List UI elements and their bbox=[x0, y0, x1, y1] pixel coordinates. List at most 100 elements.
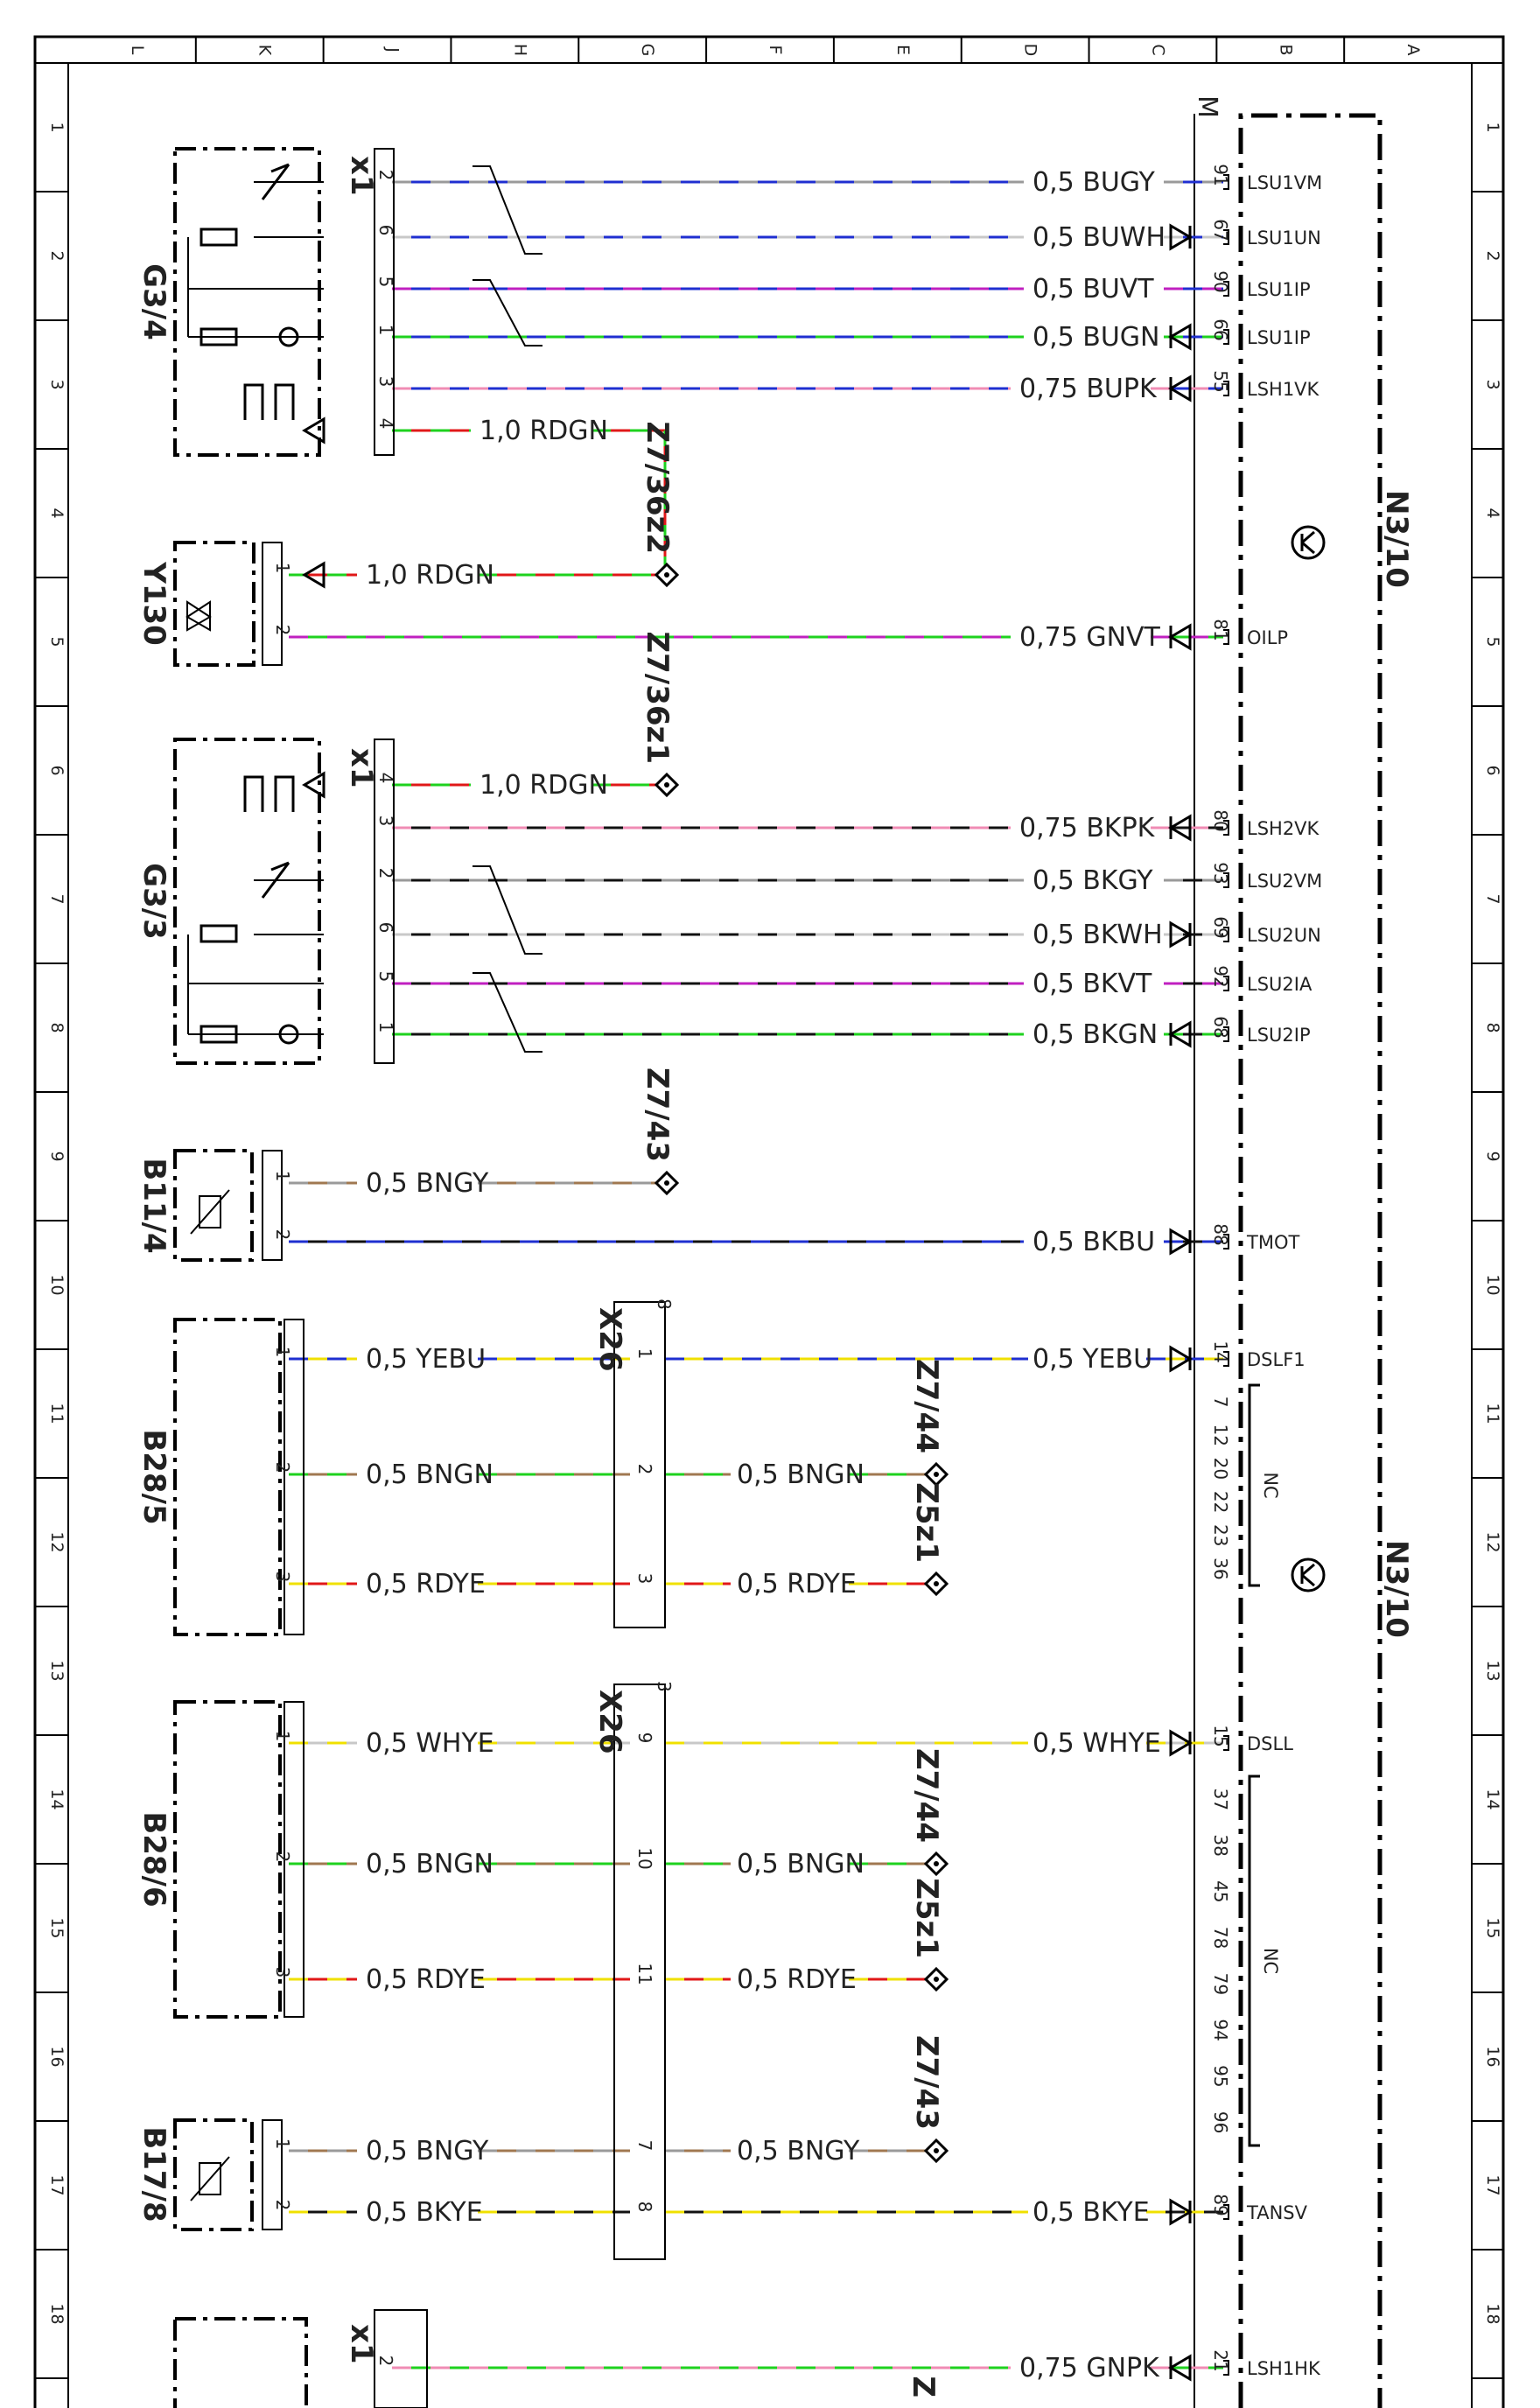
component-pin-11: 6 bbox=[375, 922, 396, 934]
connector-block bbox=[284, 1319, 304, 1635]
component-symbols bbox=[173, 147, 949, 2408]
nc-pin-1-7: 96 bbox=[1210, 2111, 1231, 2133]
connector-block-g18 bbox=[374, 2309, 428, 2408]
module-pin-13: 68 bbox=[1210, 1016, 1231, 1038]
row-label-right: 9 bbox=[1483, 1151, 1502, 1161]
row-label-left: 18 bbox=[47, 2303, 66, 2324]
x26-pin-16: 1 bbox=[634, 1348, 655, 1360]
module-terminal bbox=[1223, 1026, 1229, 1042]
arrow-out bbox=[1168, 2354, 1192, 2382]
component-pin-9: 3 bbox=[375, 816, 396, 827]
component-pin-17: 2 bbox=[272, 1462, 293, 1474]
x26-num-0: 8 bbox=[654, 1298, 675, 1310]
nc-pin-0-0: 7 bbox=[1210, 1396, 1231, 1408]
arrow-out bbox=[1168, 814, 1192, 842]
module-signal-3: LSU1IP bbox=[1247, 327, 1311, 348]
module-signal-10: LSU2VM bbox=[1247, 871, 1322, 892]
module-terminal bbox=[1223, 927, 1229, 942]
x26-pin-22: 7 bbox=[634, 2140, 655, 2152]
module-terminal bbox=[1223, 820, 1229, 836]
col-label: B bbox=[1276, 44, 1295, 55]
wire-label-right-19: 0,5 WHYE bbox=[1032, 1728, 1161, 1759]
resistor bbox=[200, 228, 238, 247]
module-pin-23: 89 bbox=[1210, 2194, 1231, 2216]
connector-block bbox=[262, 2119, 283, 2230]
row-label-left: 5 bbox=[47, 636, 66, 647]
wire-label-right-18: 0,5 RDYE bbox=[737, 1569, 857, 1600]
component-label-0: G3/4 bbox=[136, 263, 172, 340]
connector-block bbox=[374, 738, 395, 1064]
component-pin-2: 5 bbox=[375, 276, 396, 288]
connector-arrow bbox=[302, 771, 326, 799]
g3-4-box bbox=[173, 147, 321, 457]
row-label-left: 1 bbox=[47, 122, 66, 132]
component-pin-7: 2 bbox=[272, 625, 293, 636]
component-label-4: B28/5 bbox=[136, 1429, 172, 1524]
wire-label-13: 0,5 BKGN bbox=[1032, 1019, 1158, 1050]
wire-label-15: 0,5 BKBU bbox=[1032, 1227, 1155, 1257]
wire-label-right-20: 0,5 BNGN bbox=[737, 1849, 864, 1880]
wire-label-23: 0,5 BKYE bbox=[366, 2197, 483, 2228]
row-label-right: 8 bbox=[1483, 1022, 1502, 1032]
module-terminal bbox=[1223, 2204, 1229, 2220]
x26-num-1: 3 bbox=[654, 1681, 675, 1692]
row-label-right: 13 bbox=[1483, 1660, 1502, 1681]
row-label-right: 12 bbox=[1483, 1531, 1502, 1552]
col-label: E bbox=[893, 45, 913, 55]
pump-cell bbox=[278, 1024, 299, 1045]
module-pin-12: 92 bbox=[1210, 965, 1231, 987]
row-label-left: 11 bbox=[47, 1403, 66, 1424]
row-label-right: 1 bbox=[1483, 122, 1502, 132]
splice-label-1: Z7/36z1 bbox=[640, 632, 675, 765]
connector-block bbox=[284, 1701, 304, 2018]
connector-block bbox=[262, 1150, 283, 1261]
col-label: D bbox=[1021, 44, 1040, 57]
component-pin-21: 3 bbox=[272, 1967, 293, 1978]
wire-label-4: 0,75 BUPK bbox=[1019, 374, 1158, 404]
row-label-right: 4 bbox=[1483, 508, 1502, 518]
module-terminal bbox=[1223, 872, 1229, 888]
arrow-out bbox=[1168, 323, 1192, 351]
splice-label-7: Z7/43 bbox=[909, 2035, 944, 2130]
wire-label-19: 0,5 WHYE bbox=[366, 1728, 494, 1759]
row-label-right: 10 bbox=[1483, 1274, 1502, 1295]
module-terminal bbox=[1223, 629, 1229, 645]
component-label-2: G3/3 bbox=[136, 863, 172, 940]
nc-pin-0-1: 12 bbox=[1210, 1424, 1231, 1446]
row-label-left: 4 bbox=[47, 508, 66, 518]
arrow-out bbox=[1168, 374, 1192, 402]
splice-dot bbox=[934, 1472, 939, 1477]
wire-label-9: 0,75 BKPK bbox=[1019, 813, 1156, 844]
connector-label-1: x1 bbox=[344, 748, 379, 788]
wire-label-right-23: 0,5 BKYE bbox=[1032, 2197, 1150, 2228]
wire-label-24: 0,75 GNPK bbox=[1019, 2353, 1160, 2384]
row-label-right: 2 bbox=[1483, 250, 1502, 261]
wire-label-21: 0,5 RDYE bbox=[366, 1964, 486, 1995]
nc-pin-1-6: 95 bbox=[1210, 2065, 1231, 2087]
row-label-left: 2 bbox=[47, 250, 66, 261]
x26-pin-17: 2 bbox=[634, 1464, 655, 1475]
ntc-sensor bbox=[190, 2156, 230, 2202]
col-label: A bbox=[1404, 45, 1423, 56]
module-signal-11: LSU2UN bbox=[1247, 925, 1321, 946]
nc-bracket bbox=[1248, 1383, 1260, 1587]
nc-label-0: NC bbox=[1260, 1472, 1281, 1498]
wire-label-18: 0,5 RDYE bbox=[366, 1569, 486, 1600]
component-pin-13: 1 bbox=[375, 1022, 396, 1033]
transistor-lines bbox=[1300, 530, 1315, 555]
module-terminal bbox=[1223, 1351, 1229, 1367]
connector-label-2: x1 bbox=[344, 2324, 379, 2364]
module-terminal bbox=[1223, 329, 1229, 345]
module-pin-3: 66 bbox=[1210, 318, 1231, 340]
arrow-in bbox=[1169, 1345, 1193, 1373]
row-label-right: 5 bbox=[1483, 636, 1502, 647]
module-signal-2: LSU1IP bbox=[1247, 279, 1311, 300]
transistor-symbol bbox=[1291, 525, 1326, 560]
splice-dot bbox=[934, 1581, 939, 1586]
b17-8-box bbox=[173, 2118, 254, 2231]
module-pin-1: 67 bbox=[1210, 219, 1231, 241]
nc-pin-0-2: 20 bbox=[1210, 1458, 1231, 1480]
heater-element bbox=[243, 383, 295, 420]
module-signal-1: LSU1UN bbox=[1247, 228, 1321, 248]
